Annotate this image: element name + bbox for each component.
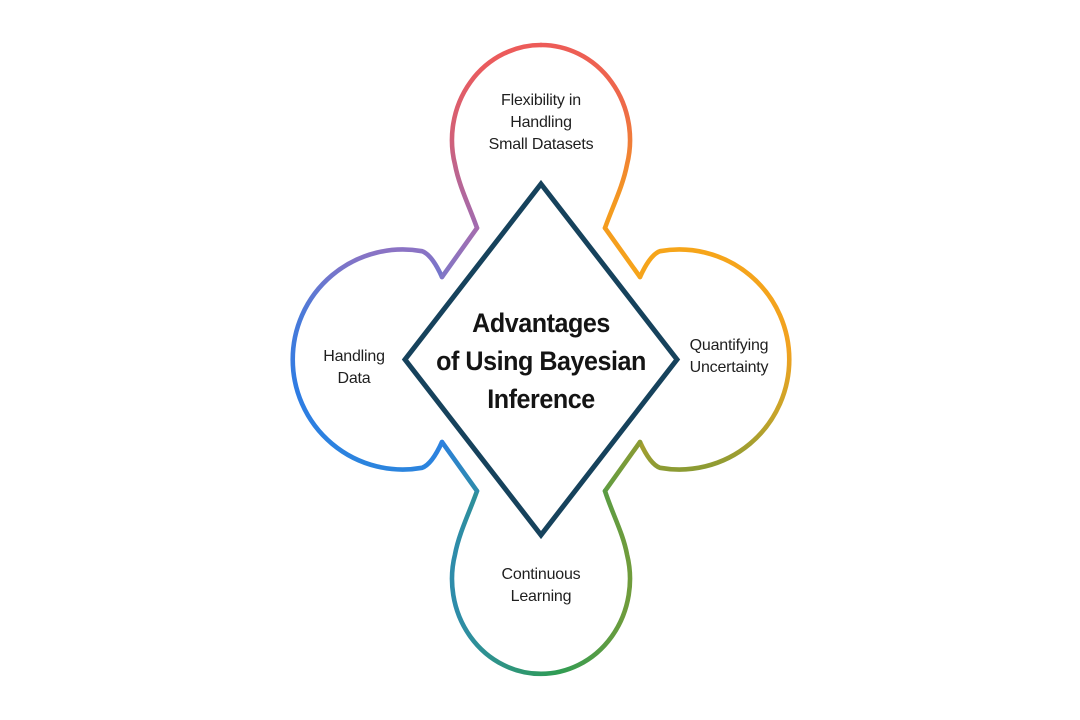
notch-bottom-left (439, 439, 480, 494)
petal-label-line: Quantifying (689, 337, 769, 354)
notch-top-right (602, 225, 643, 280)
petal-label-right: Quantifying Uncertainty (690, 335, 769, 379)
petal-label-line: Flexibility in (501, 92, 581, 109)
diagram-title: Advantages of Using Bayesian Inference (436, 304, 646, 418)
petal-label-line: Handling (323, 348, 385, 365)
petal-top-arc-left (449, 42, 544, 231)
notch-top-left (439, 225, 480, 280)
petal-label-line: Data (337, 370, 371, 387)
petal-label-line: Learning (510, 588, 572, 605)
title-line: Inference (487, 384, 595, 414)
diamond-shape (401, 179, 681, 540)
petal-label-bottom: Continuous Learning (502, 564, 581, 608)
title-line: of Using Bayesian (436, 346, 646, 376)
petal-label-left: Handling Data (323, 346, 385, 390)
petal-left-arc (290, 247, 445, 472)
petal-label-top: Flexibility in Handling Small Datasets (489, 90, 594, 156)
petal-top-arc-right (538, 42, 633, 231)
petal-right-arc (637, 247, 792, 472)
petal-label-line: Handling (510, 114, 572, 131)
petal-bottom-arc (449, 488, 633, 677)
petal-label-line: Continuous (501, 566, 581, 583)
petal-label-line: Uncertainty (689, 359, 769, 376)
petal-label-line: Small Datasets (488, 136, 594, 153)
notch-bottom-right (602, 439, 643, 494)
title-line: Advantages (472, 308, 610, 338)
